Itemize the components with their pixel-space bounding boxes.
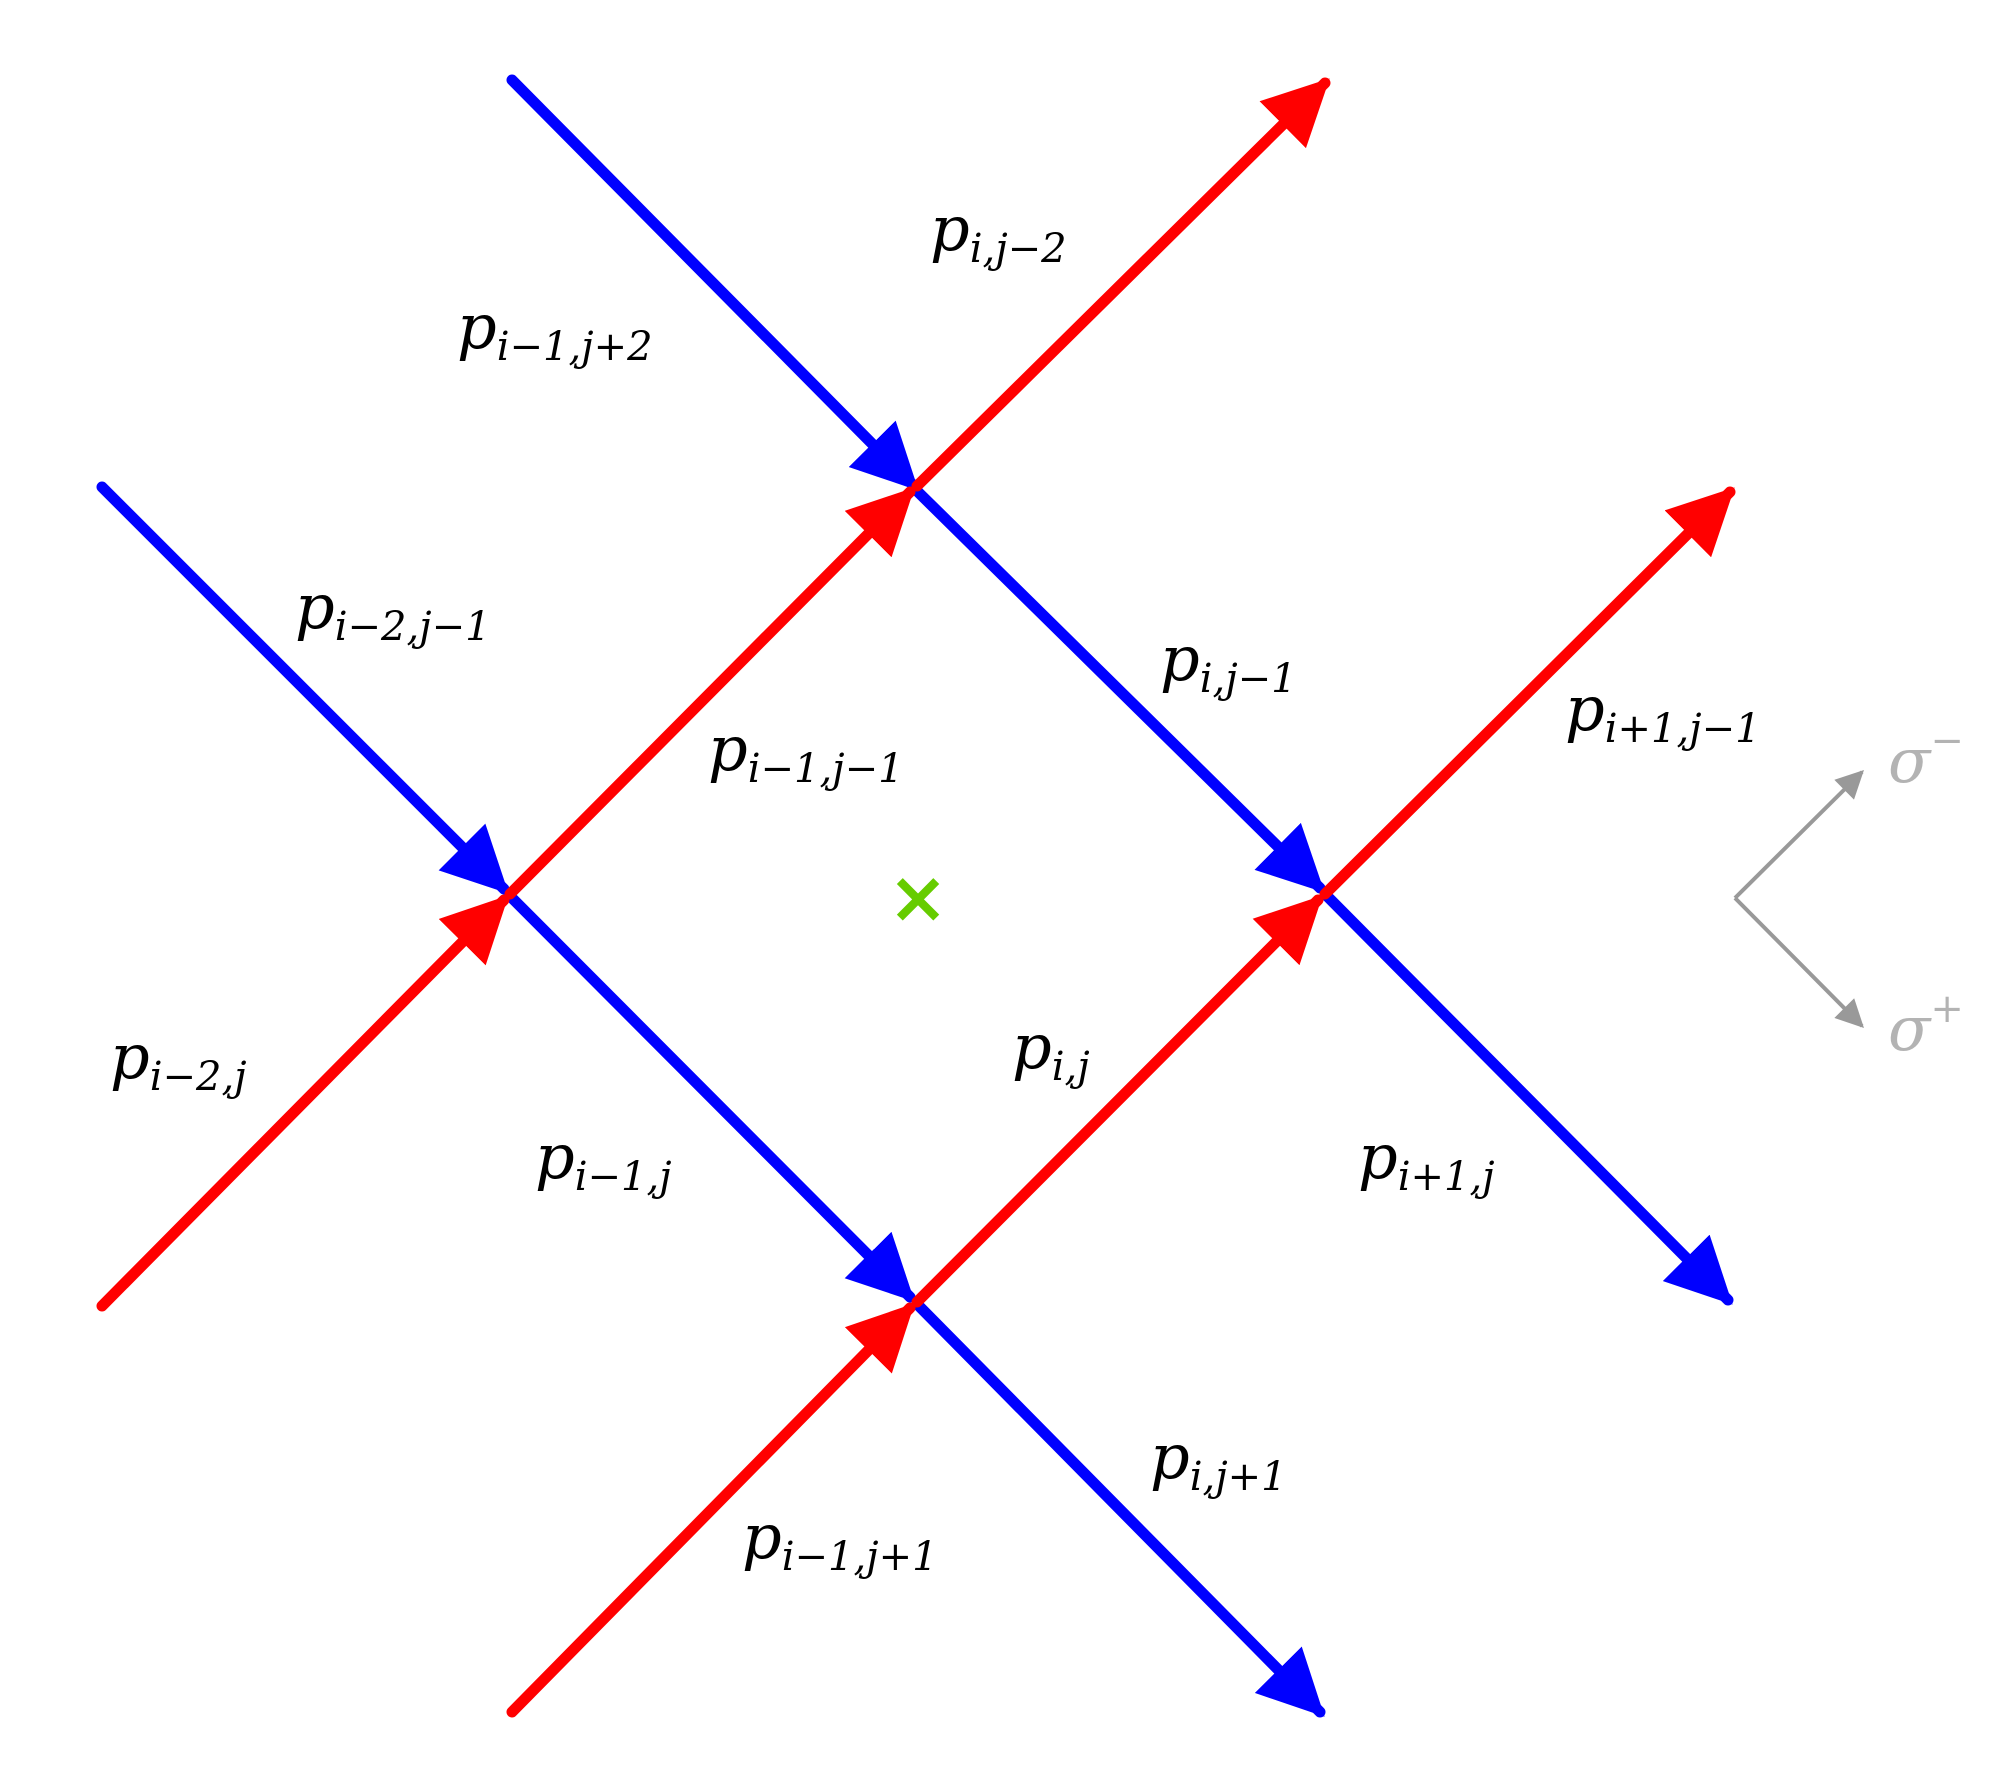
blue-line-upper-c bbox=[1319, 888, 1734, 1306]
sigma-plus-label: σ+ bbox=[1888, 986, 1964, 1065]
label-p-im2-j: pi−2,j bbox=[110, 1020, 247, 1100]
red-line-upper-b bbox=[504, 486, 916, 900]
label-p-i-j: pi,j bbox=[1012, 1010, 1090, 1090]
blue-lines bbox=[96, 74, 1734, 1718]
label-p-i-jm1: pi,j−1 bbox=[1160, 622, 1297, 702]
edge-labels: pi,j−2 pi−1,j+2 pi−2,j−1 pi,j−1 pi+1,j−1… bbox=[110, 192, 1761, 1580]
label-p-ip1-jm1: pi+1,j−1 bbox=[1565, 672, 1761, 752]
sigma-plus-axis-arrow bbox=[1733, 896, 1864, 1028]
center-cross-marker: × bbox=[888, 855, 948, 939]
sigma-minus-label: σ− bbox=[1888, 718, 1964, 797]
red-line-lower-b bbox=[911, 894, 1324, 1308]
axis-legend: σ− σ+ bbox=[1733, 718, 1964, 1065]
label-p-ip1-j: pi+1,j bbox=[1358, 1120, 1495, 1200]
red-lines bbox=[96, 77, 1736, 1718]
label-p-im1-jp1: pi−1,j+1 bbox=[742, 1500, 938, 1580]
red-line-upper-a bbox=[96, 894, 510, 1312]
blue-line-upper-b bbox=[908, 482, 1326, 894]
blue-line-lower-a bbox=[96, 481, 510, 895]
red-line-lower-c bbox=[1319, 486, 1736, 900]
label-p-i-jm2: pi,j−2 bbox=[930, 192, 1067, 272]
label-p-i-jp1: pi,j+1 bbox=[1150, 1420, 1287, 1500]
blue-line-lower-b bbox=[504, 890, 916, 1303]
blue-line-upper-a bbox=[506, 74, 920, 492]
label-p-im1-jp2: pi−1,j+2 bbox=[457, 290, 653, 370]
label-p-im1-j: pi−1,j bbox=[535, 1120, 672, 1200]
label-p-im1-jm1: pi−1,j−1 bbox=[708, 712, 904, 792]
blue-line-lower-c bbox=[911, 1298, 1326, 1718]
sigma-minus-axis-arrow bbox=[1733, 770, 1864, 900]
red-line-lower-a bbox=[506, 1302, 916, 1718]
red-line-upper-c bbox=[911, 77, 1331, 492]
label-p-im2-jm1: pi−2,j−1 bbox=[295, 570, 491, 650]
